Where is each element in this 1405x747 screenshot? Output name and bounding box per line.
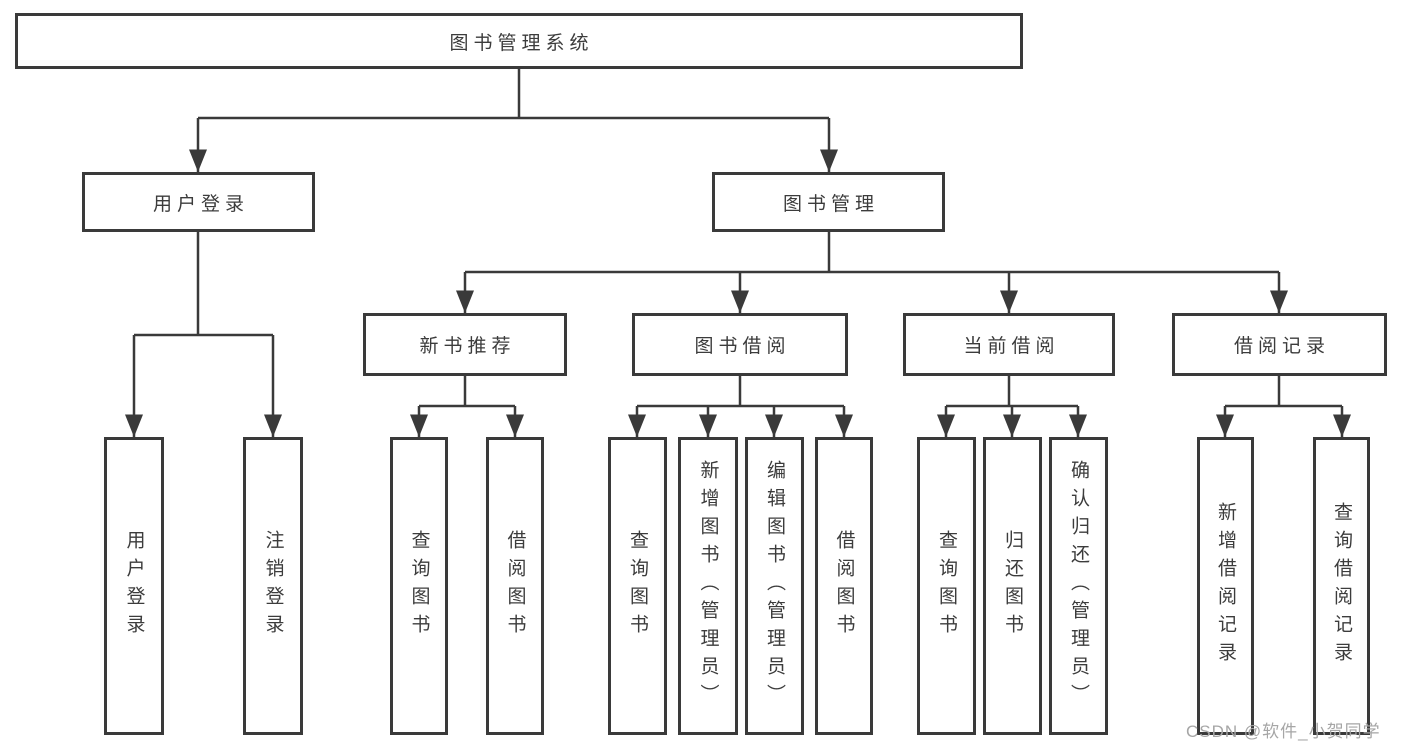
leaf-borrow-query-books-label: 查询图书: [627, 530, 648, 642]
leaf-borrow-edit-books-admin-label: 编辑图书（管理员）: [764, 460, 785, 712]
leaf-newbook-borrow-books: 借阅图书: [486, 437, 544, 735]
leaf-current-query-books: 查询图书: [917, 437, 976, 735]
node-user-login-label: 用户登录: [152, 193, 249, 215]
node-book-management-label: 图书管理: [782, 193, 879, 215]
leaf-current-confirm-return-admin: 确认归还（管理员）: [1049, 437, 1108, 735]
leaf-current-return-books-label: 归还图书: [1002, 530, 1023, 642]
leaf-records-query-record: 查询借阅记录: [1313, 437, 1370, 735]
leaf-current-confirm-return-admin-label: 确认归还（管理员）: [1068, 460, 1089, 712]
leaf-borrow-query-books: 查询图书: [608, 437, 667, 735]
leaf-records-query-record-label: 查询借阅记录: [1331, 502, 1352, 670]
node-new-book-recommend: 新书推荐: [363, 313, 567, 376]
leaf-borrow-add-books-admin-label: 新增图书（管理员）: [697, 460, 719, 712]
leaf-borrow-borrow-books-label: 借阅图书: [833, 530, 855, 642]
node-borrow-records-label: 借阅记录: [1233, 336, 1330, 357]
node-user-login: 用户登录: [82, 172, 315, 232]
node-root-system: 图书管理系统: [15, 13, 1023, 69]
connector-records-trunk: [1225, 376, 1342, 408]
connector-root-trunk: [198, 69, 829, 120]
node-book-borrow-label: 图书借阅: [694, 336, 791, 357]
leaf-records-add-record-label: 新增借阅记录: [1215, 502, 1236, 670]
node-root-label: 图书管理系统: [449, 32, 594, 54]
leaf-user-login: 用户登录: [104, 437, 164, 735]
node-borrow-records: 借阅记录: [1172, 313, 1387, 376]
node-current-borrow: 当前借阅: [903, 313, 1115, 376]
connector-management-trunk: [465, 232, 1279, 274]
leaf-borrow-borrow-books: 借阅图书: [815, 437, 873, 735]
leaf-borrow-edit-books-admin: 编辑图书（管理员）: [745, 437, 804, 735]
node-new-book-recommend-label: 新书推荐: [419, 336, 516, 357]
leaf-newbook-borrow-books-label: 借阅图书: [504, 530, 526, 642]
leaf-logout: 注销登录: [243, 437, 303, 735]
node-book-borrow: 图书借阅: [632, 313, 848, 376]
leaf-logout-label: 注销登录: [262, 530, 284, 642]
node-book-management: 图书管理: [712, 172, 945, 232]
leaf-newbook-query-books: 查询图书: [390, 437, 448, 735]
connector-current-trunk: [946, 376, 1078, 408]
node-current-borrow-label: 当前借阅: [963, 336, 1060, 357]
csdn-watermark: CSDN @软件_小贺同学: [1186, 722, 1381, 741]
leaf-records-add-record: 新增借阅记录: [1197, 437, 1254, 735]
connector-borrow-trunk: [637, 376, 844, 408]
leaf-user-login-label: 用户登录: [123, 530, 145, 642]
connector-newbook-trunk: [419, 376, 515, 408]
leaf-current-return-books: 归还图书: [983, 437, 1042, 735]
leaf-borrow-add-books-admin: 新增图书（管理员）: [678, 437, 738, 735]
connector-user-trunk: [134, 232, 273, 337]
leaf-current-query-books-label: 查询图书: [936, 530, 957, 642]
leaf-newbook-query-books-label: 查询图书: [408, 530, 430, 642]
